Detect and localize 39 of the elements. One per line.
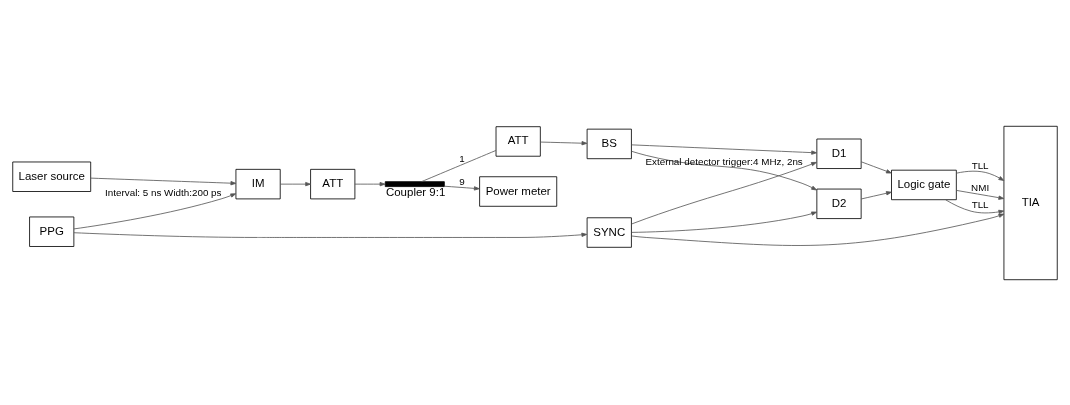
arrow xyxy=(631,150,817,190)
node-box: PPG xyxy=(29,216,75,247)
node-box: Laser source xyxy=(12,161,92,192)
arrow xyxy=(956,170,1005,181)
edge-label: 9 xyxy=(459,175,465,187)
node-box: SYNC xyxy=(586,216,632,248)
arrow xyxy=(631,143,817,155)
node-box: TIA xyxy=(1003,125,1058,280)
edge-label: TLL xyxy=(971,159,989,171)
node-box: Power meter xyxy=(479,175,558,207)
edge-label: TLL xyxy=(971,198,989,210)
edge-label: 1 xyxy=(459,152,465,164)
node-box: IM xyxy=(235,168,281,199)
arrow xyxy=(90,177,237,185)
arrow xyxy=(860,190,892,199)
arrow xyxy=(73,192,237,229)
arrow xyxy=(444,185,480,190)
node-box: D1 xyxy=(816,138,862,169)
connector xyxy=(421,149,497,182)
arrow xyxy=(280,181,311,186)
node-box: Logic gate xyxy=(891,169,957,200)
node-box: D2 xyxy=(816,188,862,219)
edge-label: NMI xyxy=(971,181,990,193)
node-box: BS xyxy=(586,128,632,159)
arrow xyxy=(860,160,892,173)
node-label: Coupler 9:1 xyxy=(385,185,446,198)
edge-label: Interval: 5 ns Width:200 ps xyxy=(105,186,222,198)
node-box: ATT xyxy=(495,125,541,157)
arrow xyxy=(73,231,588,238)
arrow xyxy=(354,181,386,186)
arrow xyxy=(956,189,1005,200)
arrow xyxy=(631,211,818,233)
node-bar xyxy=(384,180,445,187)
edge-label: External detector trigger:4 MHz, 2ns xyxy=(645,155,803,167)
arrow xyxy=(631,213,1005,246)
arrow xyxy=(945,198,1005,214)
arrow xyxy=(631,161,817,224)
node-box: ATT xyxy=(310,168,356,199)
arrow xyxy=(540,140,588,145)
